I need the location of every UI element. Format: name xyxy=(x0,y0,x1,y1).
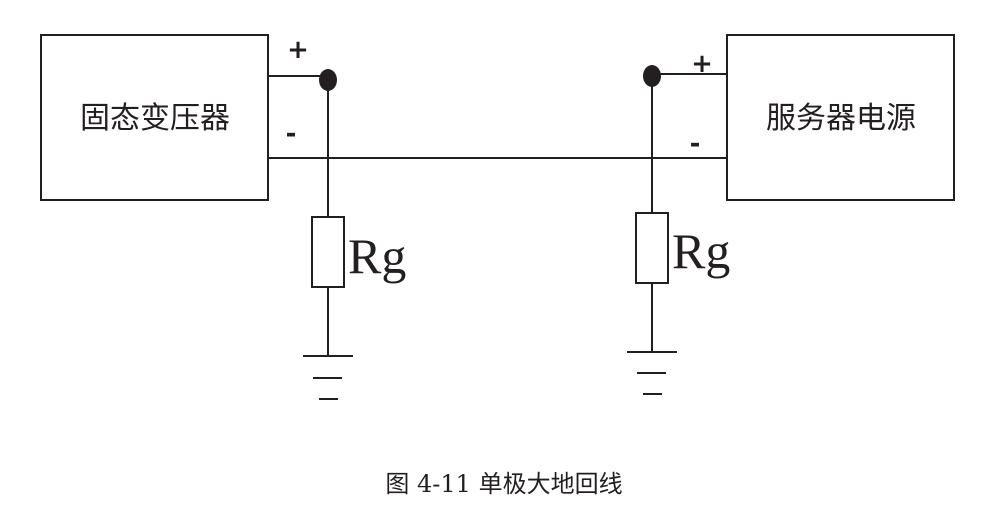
solid-state-transformer-box xyxy=(40,34,269,201)
right-ground-branch: Rg xyxy=(627,82,730,395)
server-power-supply-label: 服务器电源 xyxy=(766,101,916,136)
solid-state-transformer-label: 固态变压器 xyxy=(80,101,230,136)
left-junction-node xyxy=(319,69,337,91)
figure-caption: 图 4-11 单极大地回线 xyxy=(385,470,622,498)
right-resistor xyxy=(635,212,669,284)
left-plus-sign: + xyxy=(287,35,309,65)
server-power-supply-box xyxy=(726,34,955,201)
right-plus-sign: + xyxy=(691,49,713,79)
left-minus-sign: - xyxy=(286,119,297,149)
solid-state-transformer-block: 固态变压器 + - xyxy=(40,34,309,201)
left-resistor xyxy=(311,216,345,288)
right-junction-node xyxy=(643,65,661,87)
server-power-supply-block: 服务器电源 + - xyxy=(690,34,955,201)
left-ground-branch: Rg xyxy=(303,86,406,400)
left-resistor-label: Rg xyxy=(348,228,406,284)
right-minus-sign: - xyxy=(690,129,701,159)
right-resistor-label: Rg xyxy=(672,223,730,279)
